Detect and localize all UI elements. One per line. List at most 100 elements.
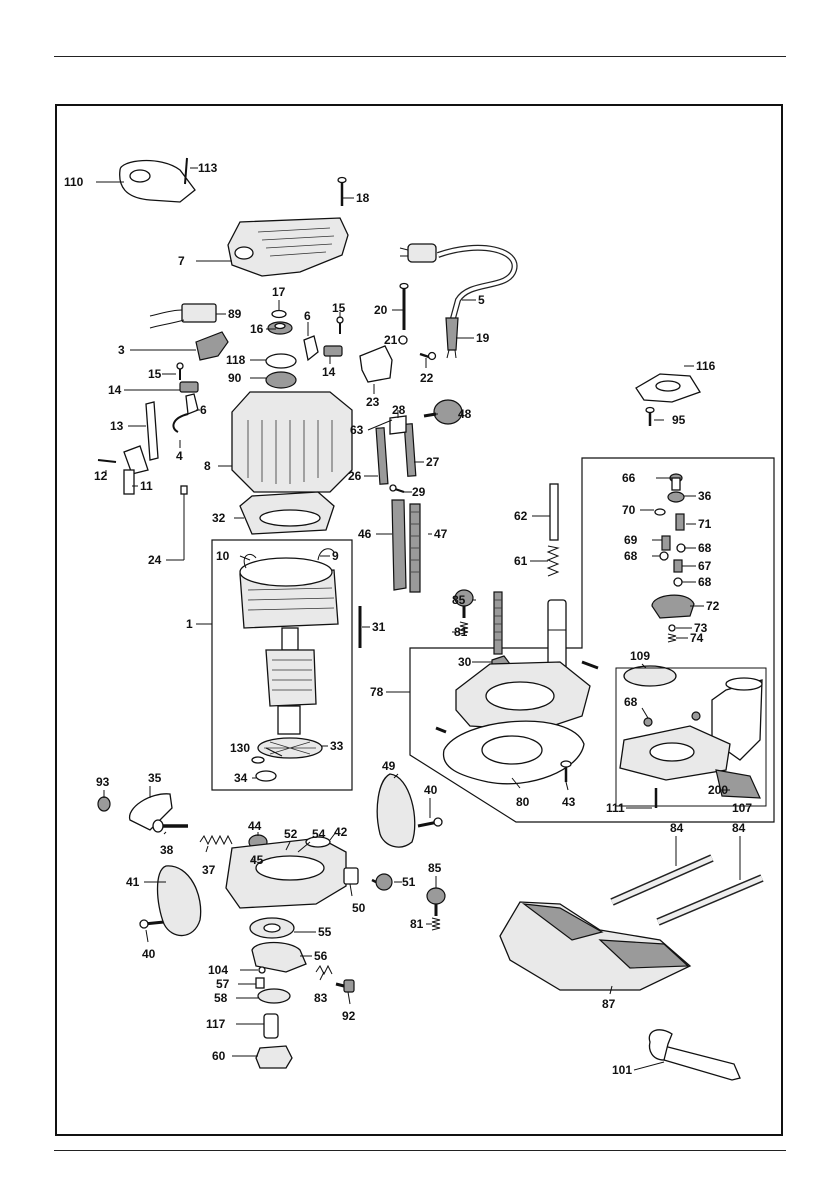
knob-85-upper-drawing [454,589,474,635]
depth-turret-parts-drawing [651,473,695,643]
part-label: 6 [200,403,207,417]
part-label: 66 [622,471,636,485]
knob-49-drawing [376,773,416,848]
part-label: 95 [672,413,686,427]
part-label: 87 [602,997,616,1011]
header-rule [54,56,786,57]
knob-85-lower-drawing [426,887,446,931]
rails-46-47-drawing [391,499,421,593]
part-label: 117 [206,1017,226,1031]
spanner-drawing [648,1029,741,1081]
collar-56-drawing [251,941,307,973]
lower-housing-drawing [225,836,347,909]
part-label: 40 [424,783,438,797]
capacitor-drawing [149,303,217,329]
part-label: 41 [126,875,140,889]
part-label: 92 [342,1009,356,1023]
part-label: 68 [698,575,712,589]
part-label: 11 [140,479,153,493]
part-label: 90 [228,371,242,385]
parallel-guide-drawing [499,901,692,991]
part-label: 17 [272,285,286,299]
part-label: 71 [698,517,712,531]
part-label: 42 [334,825,348,839]
stator-drawing [239,548,339,629]
part-label: 15 [148,367,162,381]
collet-nut-60-drawing [255,1045,293,1069]
leader-lines [96,167,741,1071]
screw-20-drawing [399,282,409,330]
part-label: 61 [514,554,528,568]
part-label: 18 [356,191,370,205]
part-label: 35 [148,771,162,785]
part-label: 14 [108,383,122,397]
part-label: 85 [452,593,466,607]
part-label: 9 [332,549,339,563]
part-label: 70 [622,503,636,517]
part-label: 15 [332,301,346,315]
part-label: 84 [732,821,746,835]
part-label: 104 [208,963,228,977]
part-label: 12 [94,469,108,483]
part-label: 81 [454,625,468,639]
part-label: 7 [178,254,185,268]
part-label: 20 [374,303,388,317]
part-label: 69 [624,533,638,547]
part-label: 24 [148,553,162,567]
washer-58-drawing [257,988,291,1004]
part-label: 51 [402,875,416,889]
part-label: 33 [330,739,344,753]
nut-68-right-drawing [691,711,701,721]
part-label: 27 [426,455,440,469]
armature-group-box [211,539,353,791]
part-label: 43 [562,795,576,809]
clip-4-drawing [172,413,189,433]
diagram-frame [55,104,783,1136]
part-label: 68 [698,541,712,555]
part-label: 55 [318,925,332,939]
part-label: 60 [212,1049,226,1063]
part-label: 200 [708,783,728,797]
part-label: 57 [216,977,230,991]
part-label: 101 [612,1063,632,1077]
dust-extraction-box [615,667,767,807]
part-label: 110 [64,175,84,189]
knob-41-drawing [156,865,202,937]
part-label: 16 [250,322,264,336]
power-cord-drawing [399,243,518,323]
part-label: 118 [226,353,246,367]
part-label: 44 [248,819,262,833]
ring-109-drawing [623,665,677,687]
nut-68-left-drawing [643,717,653,727]
part-label: 31 [372,620,386,634]
screw-113-drawing [184,157,188,185]
part-label: 50 [352,901,366,915]
base-group-outline [409,457,775,823]
dust-extraction-drawing [619,677,763,799]
part-label: 85 [428,861,442,875]
base-plate-drawing [435,660,599,734]
part-label: 23 [366,395,380,409]
part-label: 6 [304,309,311,323]
part-label: 38 [160,843,174,857]
brush-holder-lower-drawing [185,393,199,415]
part-label: 40 [142,947,156,961]
part-label: 72 [706,599,720,613]
part-label: 45 [250,853,264,867]
part-label: 130 [230,741,250,755]
screw-57-drawing [255,977,265,989]
brush-holder-upper-drawing [303,335,319,362]
depth-stop-plate-drawing [119,159,196,203]
part-label: 109 [630,649,650,663]
part-label: 34 [234,771,248,785]
motor-housing-drawing [231,391,353,493]
part-label: 29 [412,485,426,499]
bracket-23-drawing [359,345,393,383]
brush-14-upper-drawing [323,345,343,357]
switch-drawing [195,331,229,361]
part-label: 116 [696,359,716,373]
part-label: 21 [384,333,398,347]
ring-34-drawing [255,770,277,782]
part-label: 52 [284,827,298,841]
